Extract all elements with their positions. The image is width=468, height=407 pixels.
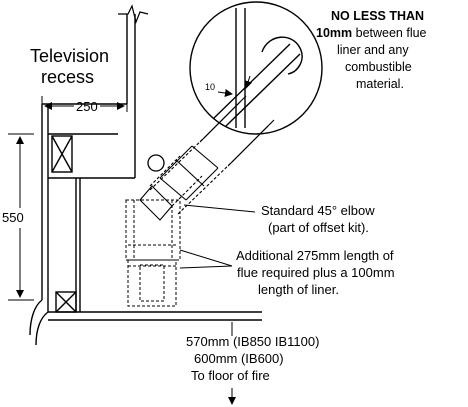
flue-section [125,199,181,261]
angled-flue [139,95,275,221]
width-dimension [41,96,128,112]
gap-10-label: 10 [205,82,215,92]
wall-structure [29,4,262,346]
note-bold-10mm: 10mm [316,26,352,40]
note-bold-line1: NO LESS THAN [331,9,424,23]
elbow-leader [183,204,256,213]
width-250-label: 250 [76,99,98,114]
television-recess-label-line1: Television [30,46,109,66]
height-dimension [8,133,34,301]
elbow-label-line1: Standard 45° elbow [261,203,375,218]
floor-label-line2: 600mm (IB600) [194,351,284,366]
fire-box [127,259,177,307]
additional-label-line1: Additional 275mm length of [236,248,394,263]
note-line2: 10mm between flue [316,26,427,40]
additional-label-line2: flue required plus a 100mm [237,265,395,280]
television-recess-label-line2: recess [41,67,94,87]
floor-label-line1: 570mm (IB850 IB1100) [186,334,319,349]
detail-circle-small [147,154,165,172]
additional-label-line3: length of liner. [258,282,339,297]
note-line4: combustible [345,60,412,74]
elbow-label-line2: (part of offset kit). [268,220,369,235]
note-line3: liner and any [337,43,409,57]
floor-label-line3: To floor of fire [191,368,270,383]
additional-leaders [179,249,233,269]
gap-dimension [217,75,253,97]
detail-circle-large [189,1,323,135]
note-line5: material. [356,77,404,91]
note-rest-line2: between flue [352,26,426,40]
height-550-label: 550 [2,210,24,225]
